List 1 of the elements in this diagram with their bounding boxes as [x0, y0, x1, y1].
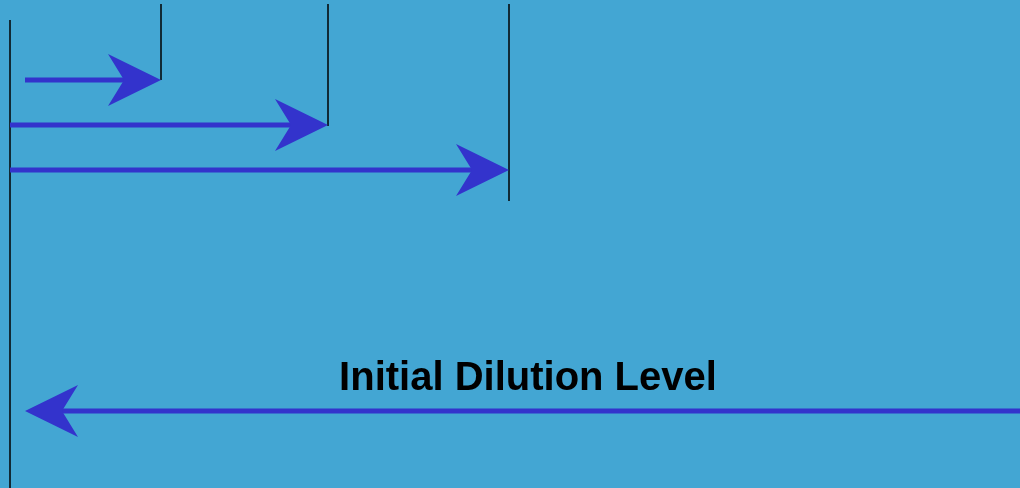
- arrow-label: Initial Dilution Level: [338, 353, 718, 400]
